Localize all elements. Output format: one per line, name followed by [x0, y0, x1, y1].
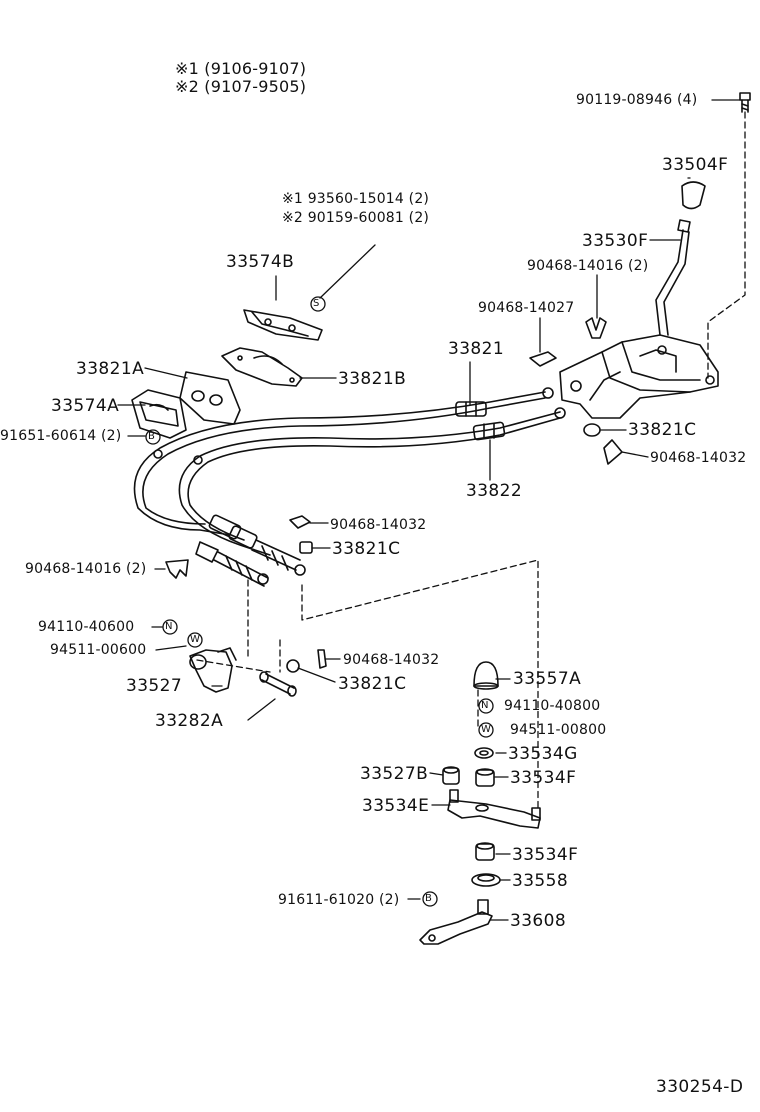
leader-lines [117, 99, 741, 921]
bushing-33534F-b [475, 842, 495, 861]
label-33534E: 33534E [362, 796, 430, 816]
symbol-n-right: N [481, 700, 489, 711]
shift-housing [559, 334, 719, 419]
bushing-33534F-a [475, 768, 495, 787]
label-33534G: 33534G [508, 744, 578, 764]
clip-14032-b [603, 439, 623, 465]
label-33534F-lower: 33534F [512, 845, 579, 865]
plate-33821A [179, 371, 241, 425]
note-2: ※2 (9107-9505) [175, 77, 307, 96]
bolt-note-2: ※2 90159-60081 (2) [282, 210, 430, 226]
label-94110-40600: 94110-40600 [38, 619, 135, 635]
bolt-90119 [739, 92, 751, 113]
bushing-33821C-a [583, 423, 601, 437]
clip-14032-a [289, 515, 311, 529]
label-90468-14016-left: 90468-14016 (2) [25, 561, 147, 577]
label-33530F: 33530F [582, 231, 649, 251]
symbol-circles [145, 296, 494, 907]
pin-33282A [259, 671, 297, 697]
label-33608: 33608 [510, 911, 567, 931]
label-91611-61020: 91611-61020 (2) [278, 892, 400, 908]
clip-14032-c [317, 649, 327, 669]
label-33282A: 33282A [155, 711, 224, 731]
plate-33574A [131, 389, 187, 439]
label-33557A: 33557A [513, 669, 582, 689]
cable-ends [195, 514, 306, 587]
bracket-33608 [419, 899, 493, 945]
bushing-33527B [442, 766, 460, 785]
label-94110-40800: 94110-40800 [504, 698, 601, 714]
label-90119-08946: 90119-08946 (4) [576, 92, 698, 108]
label-90468-14032-low: 90468-14032 [343, 652, 440, 668]
symbol-w-right: W [481, 724, 492, 735]
bushing-33821C-b [299, 541, 313, 554]
washer-33534G [474, 747, 494, 759]
label-33821C-mid: 33821C [332, 539, 401, 559]
symbol-w-left: W [190, 634, 201, 645]
label-33822: 33822 [466, 481, 523, 501]
label-90468-14032-mid: 90468-14032 [330, 517, 427, 533]
clip-14027 [529, 351, 557, 367]
dashed-lines [196, 111, 746, 809]
ring-33558 [471, 873, 501, 887]
label-33821C-low: 33821C [338, 674, 407, 694]
cap-33557A [473, 661, 499, 690]
symbol-b-upper: B [148, 431, 156, 442]
lever-33527 [189, 647, 237, 693]
label-33574B: 33574B [226, 252, 295, 272]
label-33821C-top: 33821C [628, 420, 697, 440]
label-90468-14016-top: 90468-14016 (2) [527, 258, 649, 274]
cable-33821 [133, 387, 554, 536]
symbol-s: S [313, 298, 320, 309]
label-33527: 33527 [126, 676, 183, 696]
note-1: ※1 (9106-9107) [175, 59, 307, 78]
figure-code: 330254-D [656, 1077, 744, 1097]
label-94511-00600: 94511-00600 [50, 642, 147, 658]
label-33821B: 33821B [338, 369, 407, 389]
label-90468-14027: 90468-14027 [478, 300, 575, 316]
symbol-n-left: N [165, 621, 173, 632]
label-33534F-upper: 33534F [510, 768, 577, 788]
clip-14016 [585, 317, 607, 339]
label-90468-14032-top: 90468-14032 [650, 450, 747, 466]
bolt-note-1: ※1 93560-15014 (2) [282, 191, 430, 207]
plate-33821B [221, 347, 303, 387]
shift-knob [681, 181, 706, 210]
bracket-33574B [243, 309, 323, 341]
label-33821: 33821 [448, 339, 505, 359]
lever-33534E [447, 789, 541, 829]
cable-33822 [178, 407, 566, 556]
label-33527B: 33527B [360, 764, 429, 784]
label-91651-60614: 91651-60614 (2) [0, 428, 122, 444]
label-33558: 33558 [512, 871, 569, 891]
label-33574A: 33574A [51, 396, 120, 416]
shift-lever [655, 219, 691, 336]
symbol-b-lower: B [425, 893, 433, 904]
bushing-33821C-c [286, 659, 300, 673]
label-33821A: 33821A [76, 359, 145, 379]
label-33504F: 33504F [662, 155, 729, 175]
label-94511-00800: 94511-00800 [510, 722, 607, 738]
clip-14016-b [165, 559, 189, 579]
